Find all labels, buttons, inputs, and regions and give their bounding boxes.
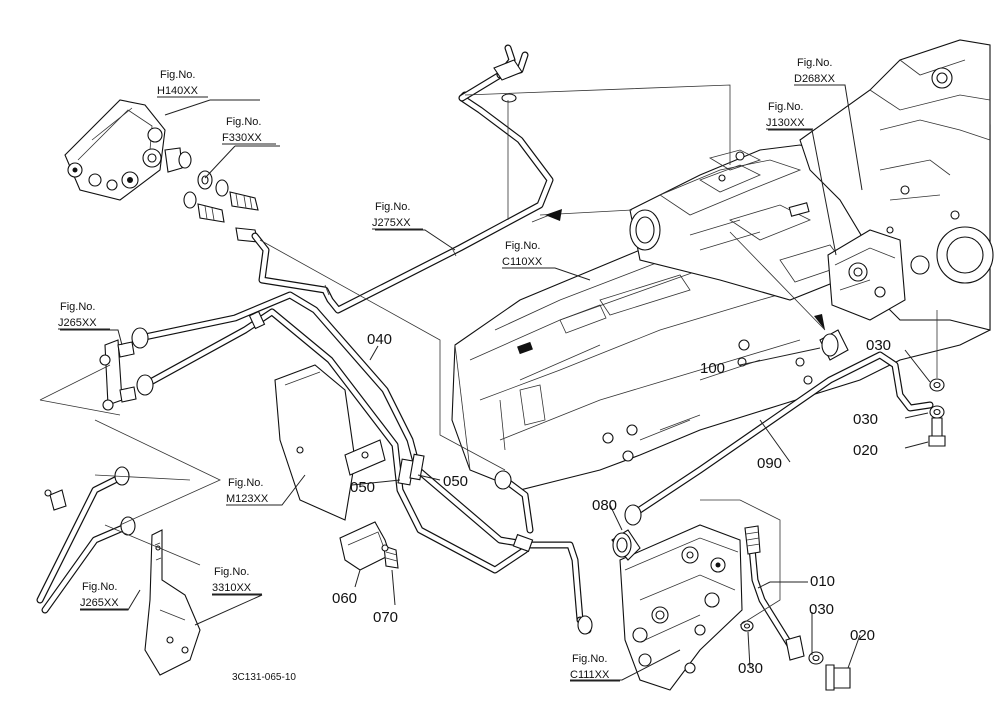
- fig-label: Fig.No.: [226, 116, 261, 128]
- part-number-050: 050: [443, 473, 468, 490]
- fig-code: J275XX: [372, 217, 411, 229]
- hydraulic-block-upper: [629, 144, 881, 301]
- elbow-fitting-080: [611, 529, 641, 561]
- fig-code: M123XX: [226, 493, 269, 505]
- part-number-010: 010: [810, 573, 835, 590]
- fig-code: C110XX: [502, 256, 543, 268]
- part-number-050: 050: [350, 479, 375, 496]
- fig-code-underlines: [58, 84, 845, 682]
- bolt-070: [381, 544, 399, 569]
- fig-label: Fig.No.: [60, 301, 95, 313]
- fig-ref-h140: Fig.No. H140XX: [157, 69, 199, 97]
- fig-ref-m123: Fig.No. M123XX: [226, 477, 269, 505]
- bracket-3310: [144, 529, 201, 676]
- drawing-code: 3C131-065-10: [232, 672, 296, 683]
- fig-ref-j130: Fig.No. J130XX: [766, 101, 805, 129]
- fig-code: C111XX: [570, 669, 610, 681]
- fig-label: Fig.No.: [82, 581, 117, 593]
- fig-code: J265XX: [58, 317, 97, 329]
- fig-ref-f330: Fig.No. F330XX: [222, 116, 262, 144]
- part-number-020: 020: [850, 627, 875, 644]
- fig-ref-j265-upper: Fig.No. J265XX: [58, 301, 97, 329]
- part-number-020: 020: [853, 442, 878, 459]
- fig-ref-c111: Fig.No. C111XX: [570, 653, 610, 681]
- pipe-040: [131, 291, 593, 635]
- fittings-f330: [178, 151, 259, 243]
- pipe-j265-lower: [36, 466, 136, 614]
- part-number-080: 080: [592, 497, 617, 514]
- fig-code: 3310XX: [212, 582, 252, 594]
- fig-ref-d268: Fig.No. D268XX: [794, 57, 836, 85]
- pipe-010: [740, 525, 851, 691]
- pipe-090: [624, 329, 934, 526]
- leader-lines: [60, 84, 931, 681]
- fig-code: J130XX: [766, 117, 805, 129]
- fig-code: F330XX: [222, 132, 262, 144]
- part-number-070: 070: [373, 609, 398, 626]
- fig-ref-c110: Fig.No. C110XX: [502, 240, 543, 268]
- control-valve-c111: [619, 524, 743, 691]
- reference-lines: [39, 84, 826, 626]
- fig-ref-3310: Fig.No. 3310XX: [212, 566, 252, 594]
- fig-code: D268XX: [794, 73, 836, 85]
- hydraulic-control-valve-d268: [827, 229, 906, 321]
- fig-label: Fig.No.: [797, 57, 832, 69]
- fig-label: Fig.No.: [505, 240, 540, 252]
- part-number-030: 030: [809, 601, 834, 618]
- part-number-040: 040: [367, 331, 392, 348]
- fig-label: Fig.No.: [228, 477, 263, 489]
- part-number-030: 030: [738, 660, 763, 677]
- fig-label: Fig.No.: [572, 653, 607, 665]
- fig-ref-j265-lower: Fig.No. J265XX: [80, 581, 119, 609]
- steering-pump-h140: [64, 99, 183, 201]
- rear-housing: [799, 39, 994, 331]
- fig-ref-j275: Fig.No. J275XX: [372, 201, 411, 229]
- part-number-060: 060: [332, 590, 357, 607]
- fig-code: H140XX: [157, 85, 199, 97]
- part-number-030: 030: [866, 337, 891, 354]
- tee-fitting-j265: [99, 339, 137, 411]
- part-number-100: 100: [700, 360, 725, 377]
- part-number-030: 030: [853, 411, 878, 428]
- part-callouts: 040 050 050 060 070 080 090 100 030 030 …: [332, 331, 891, 677]
- washers-bolt-right: [928, 310, 946, 447]
- fig-label: Fig.No.: [214, 566, 249, 578]
- fig-label: Fig.No.: [160, 69, 195, 81]
- fig-label: Fig.No.: [768, 101, 803, 113]
- bracket-m123: [274, 364, 386, 521]
- part-number-090: 090: [757, 455, 782, 472]
- pipe-j275: [251, 44, 554, 314]
- fig-label: Fig.No.: [375, 201, 410, 213]
- fig-code: J265XX: [80, 597, 119, 609]
